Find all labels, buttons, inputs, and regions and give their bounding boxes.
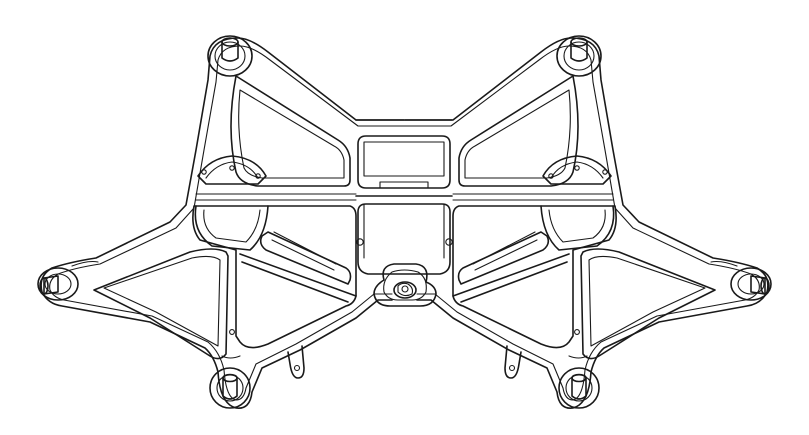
gimbal-hub — [373, 263, 437, 307]
frame-right-half — [404, 35, 772, 410]
center-upper-bay — [357, 135, 451, 189]
center-spine — [355, 119, 453, 275]
frame-left-half — [37, 35, 405, 410]
center-lower-bay — [357, 203, 451, 275]
